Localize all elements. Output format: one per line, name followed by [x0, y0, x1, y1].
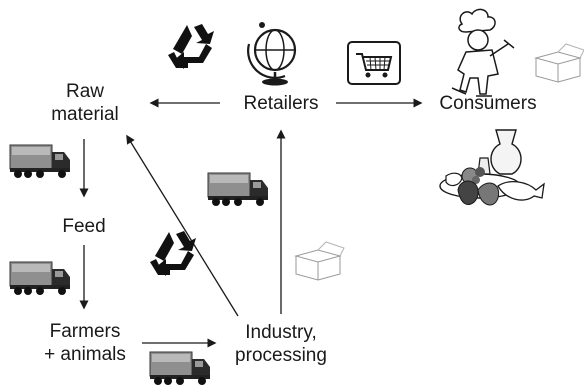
node-feed-label: Feed: [62, 216, 106, 237]
node-retailers-label: Retailers: [243, 93, 319, 114]
recycle-icon: [168, 24, 214, 69]
food-icon: [439, 129, 545, 206]
node-farmers-line2: + animals: [44, 344, 126, 365]
node-raw-material-line1: Raw: [65, 81, 104, 102]
truck-icon: [149, 351, 211, 386]
node-industry-processing: Industry, processing: [226, 321, 336, 367]
node-farmers-animals: Farmers + animals: [32, 320, 138, 366]
chef-icon: [451, 8, 515, 97]
truck-icon: [9, 261, 71, 296]
node-feed: Feed: [44, 215, 124, 238]
box-icon: [535, 43, 584, 83]
node-raw-material-line2: material: [51, 104, 119, 125]
arrow-industry-to-raw-material: [126, 134, 239, 317]
node-raw-material: Raw material: [40, 80, 130, 126]
node-farmers-line1: Farmers: [49, 321, 121, 342]
truck-icon: [207, 172, 269, 207]
node-industry-line2: processing: [235, 345, 327, 366]
node-consumers: Consumers: [428, 92, 548, 115]
box-icon: [295, 241, 345, 281]
globe-icon: [247, 22, 297, 86]
node-consumers-label: Consumers: [439, 93, 537, 114]
truck-icon: [9, 144, 71, 179]
shopping-cart-icon: [347, 41, 401, 85]
node-industry-line1: Industry,: [245, 322, 317, 343]
node-retailers: Retailers: [226, 92, 336, 115]
